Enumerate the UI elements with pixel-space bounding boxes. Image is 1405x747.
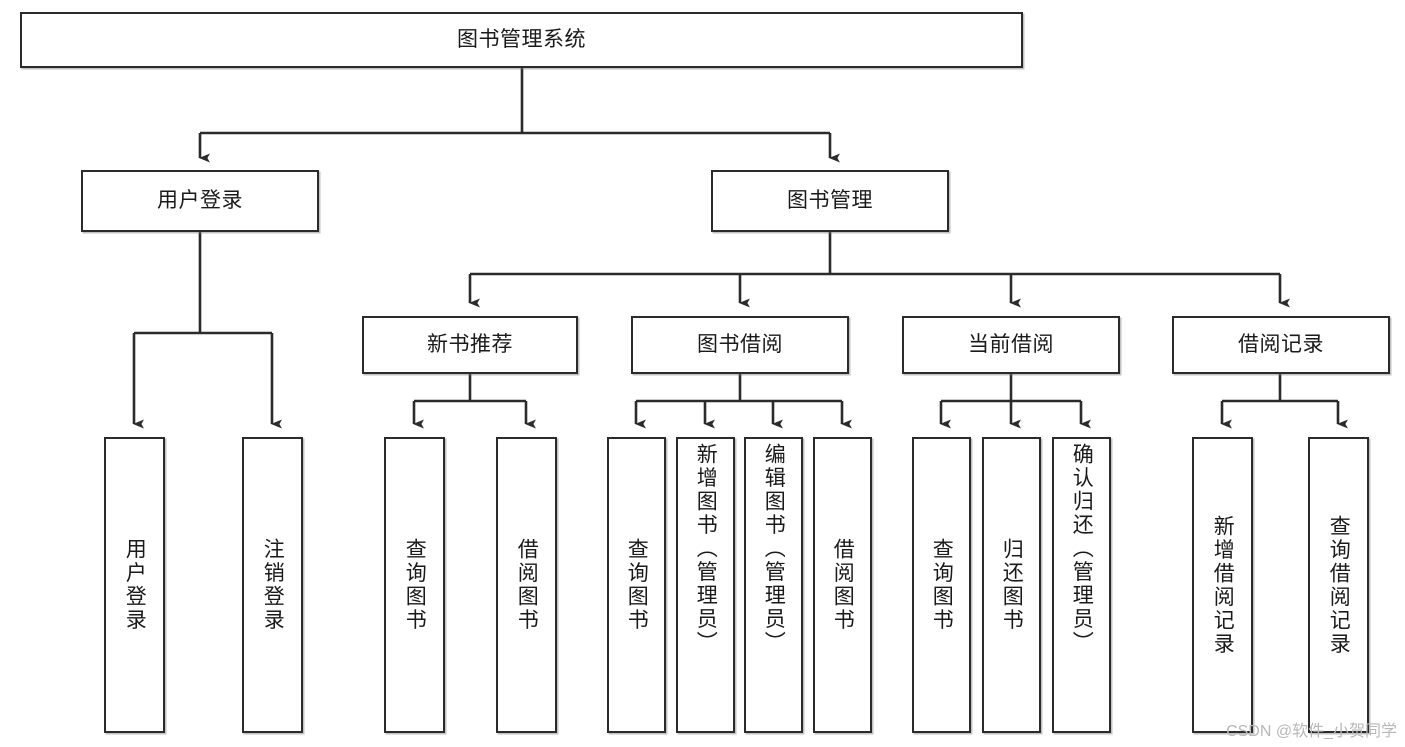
node-label: 借阅图书 (515, 538, 539, 632)
node-label: 新书推荐 (427, 333, 513, 357)
node-label: 归还图书 (1000, 538, 1024, 632)
node-label: 编辑图书（管理员） (762, 443, 786, 655)
leaf-add-borrow-record[interactable]: 新增借阅记录 (1192, 437, 1253, 733)
node-label: 查询图书 (403, 538, 427, 632)
node-book-manage[interactable]: 图书管理 (711, 170, 949, 232)
node-label: 新增借阅记录 (1211, 514, 1235, 656)
node-label: 新增图书（管理员） (694, 443, 718, 655)
node-label: 借阅图书 (831, 538, 855, 632)
leaf-edit-book[interactable]: 编辑图书（管理员） (744, 437, 803, 733)
leaf-query-book-current[interactable]: 查询图书 (912, 437, 971, 733)
node-book-borrow[interactable]: 图书借阅 (631, 316, 849, 374)
node-label: 借阅记录 (1238, 333, 1324, 357)
node-borrow-record[interactable]: 借阅记录 (1172, 316, 1390, 374)
node-label: 用户登录 (123, 538, 147, 632)
node-label: 查询图书 (625, 538, 649, 632)
node-label: 注销登录 (261, 538, 285, 632)
node-label: 图书借阅 (697, 333, 783, 357)
node-label: 查询图书 (930, 538, 954, 632)
leaf-user-login[interactable]: 用户登录 (104, 437, 165, 733)
node-user-login[interactable]: 用户登录 (81, 170, 319, 232)
leaf-query-borrow-record[interactable]: 查询借阅记录 (1308, 437, 1369, 733)
node-label: 确认归还（管理员） (1070, 443, 1094, 655)
node-label: 用户登录 (157, 189, 243, 213)
node-label: 图书管理系统 (457, 28, 586, 52)
leaf-confirm-return[interactable]: 确认归还（管理员） (1052, 437, 1111, 733)
node-new-book-recommend[interactable]: 新书推荐 (362, 316, 578, 374)
leaf-return-book[interactable]: 归还图书 (982, 437, 1041, 733)
node-label: 图书管理 (787, 189, 873, 213)
node-current-borrow[interactable]: 当前借阅 (902, 316, 1120, 374)
csdn-watermark: CSDN @软件_小贺同学 (1226, 723, 1397, 740)
leaf-add-book[interactable]: 新增图书（管理员） (676, 437, 735, 733)
leaf-query-book-new[interactable]: 查询图书 (384, 437, 445, 733)
leaf-query-book-borrow[interactable]: 查询图书 (607, 437, 666, 733)
node-label: 查询借阅记录 (1327, 514, 1351, 656)
leaf-logout[interactable]: 注销登录 (242, 437, 303, 733)
node-label: 当前借阅 (968, 333, 1054, 357)
leaf-borrow-book-borrow[interactable]: 借阅图书 (813, 437, 872, 733)
node-book-management-system[interactable]: 图书管理系统 (20, 12, 1023, 68)
leaf-borrow-book-new[interactable]: 借阅图书 (496, 437, 557, 733)
